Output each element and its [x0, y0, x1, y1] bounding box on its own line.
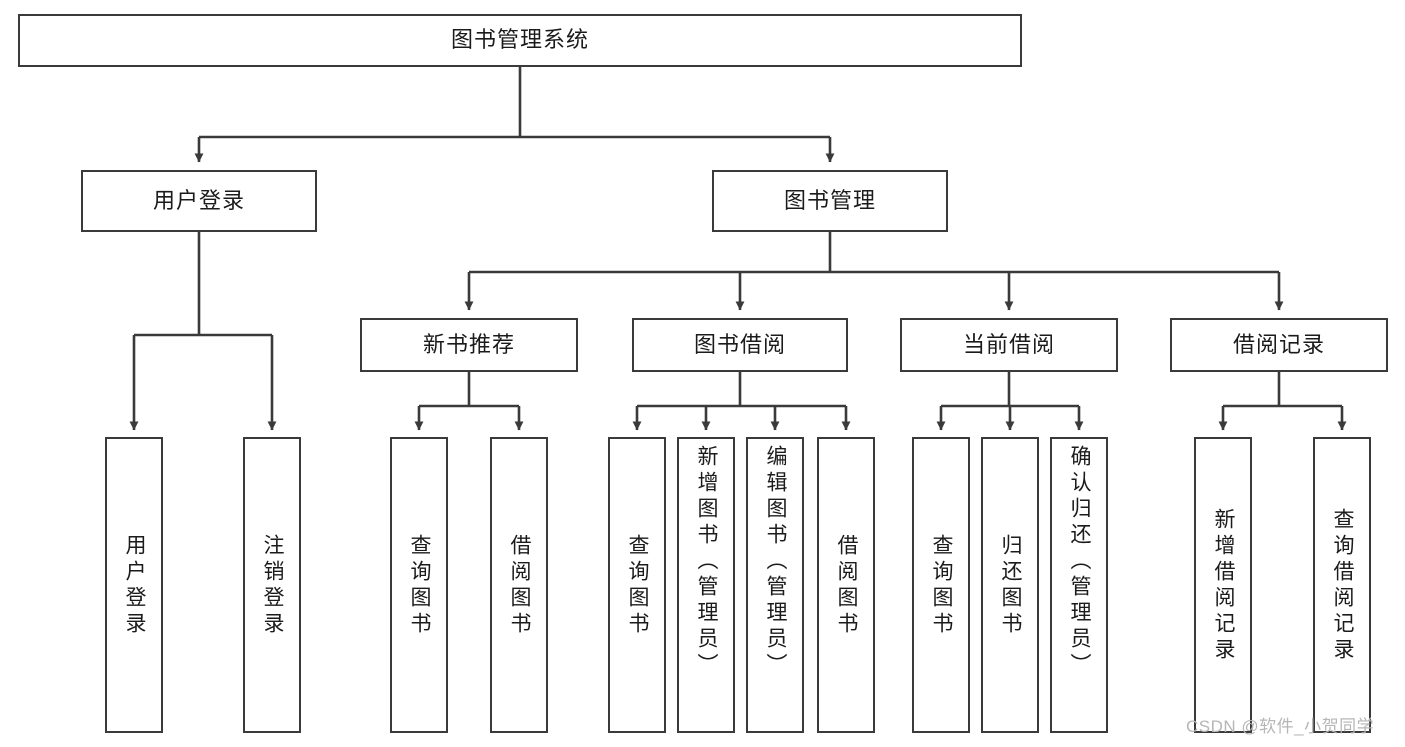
node-label: 用户登录: [152, 187, 245, 213]
leaf-borrow-book-2[interactable]: 借阅图书: [817, 437, 875, 733]
node-label: 编辑图书（管理员）: [764, 445, 788, 679]
node-label: 图书借阅: [693, 331, 786, 357]
node-label: 新增图书（管理员）: [695, 445, 719, 679]
node-label: 确认归还（管理员）: [1068, 445, 1092, 679]
node-label: 查询图书: [408, 534, 432, 638]
node-label: 图书管理: [783, 187, 876, 213]
leaf-query-book-3[interactable]: 查询图书: [912, 437, 970, 733]
node-label: 查询图书: [930, 534, 954, 638]
node-label: 借阅记录: [1232, 331, 1325, 357]
node-label: 用户登录: [123, 534, 147, 638]
node-label: 查询借阅记录: [1331, 508, 1355, 664]
node-label: 新书推荐: [422, 331, 515, 357]
leaf-add-book-admin[interactable]: 新增图书（管理员）: [677, 437, 735, 733]
leaf-edit-book-admin[interactable]: 编辑图书（管理员）: [746, 437, 804, 733]
node-label: 当前借阅: [962, 331, 1055, 357]
node-label: 借阅图书: [508, 534, 532, 638]
node-label: 查询图书: [626, 534, 650, 638]
node-borrow-record[interactable]: 借阅记录: [1170, 318, 1388, 372]
node-root-book-management-system[interactable]: 图书管理系统: [18, 14, 1022, 67]
leaf-query-book-2[interactable]: 查询图书: [608, 437, 666, 733]
node-user-login[interactable]: 用户登录: [81, 170, 317, 232]
node-label: 借阅图书: [835, 534, 859, 638]
leaf-logout[interactable]: 注销登录: [243, 437, 301, 733]
node-book-borrow[interactable]: 图书借阅: [632, 318, 848, 372]
node-book-management[interactable]: 图书管理: [712, 170, 948, 232]
leaf-user-login[interactable]: 用户登录: [105, 437, 163, 733]
node-label: 图书管理系统: [450, 27, 589, 53]
node-label: 注销登录: [261, 534, 285, 638]
leaf-return-book[interactable]: 归还图书: [981, 437, 1039, 733]
node-current-borrow[interactable]: 当前借阅: [900, 318, 1118, 372]
leaf-confirm-return-admin[interactable]: 确认归还（管理员）: [1050, 437, 1108, 733]
node-label: 新增借阅记录: [1212, 508, 1236, 664]
leaf-query-borrow-record[interactable]: 查询借阅记录: [1313, 437, 1371, 733]
node-new-book-recommendation[interactable]: 新书推荐: [360, 318, 578, 372]
leaf-borrow-book-1[interactable]: 借阅图书: [490, 437, 548, 733]
leaf-add-borrow-record[interactable]: 新增借阅记录: [1194, 437, 1252, 733]
node-label: 归还图书: [999, 534, 1023, 638]
leaf-query-book-1[interactable]: 查询图书: [390, 437, 448, 733]
